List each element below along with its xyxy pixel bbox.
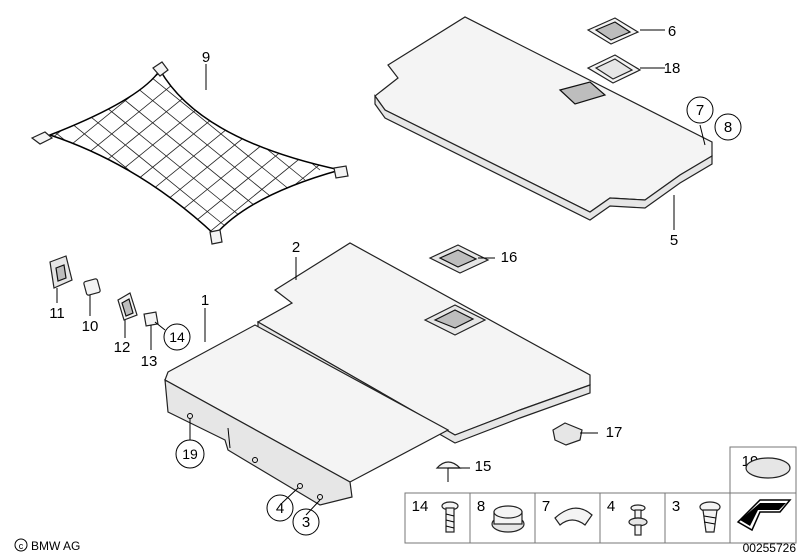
parts-bar-14: 14	[412, 498, 429, 515]
callout-16: 16	[501, 249, 518, 266]
callout-17: 17	[606, 424, 623, 441]
clip-icon	[554, 507, 593, 526]
callout-7-circle	[686, 96, 714, 124]
callout-9: 9	[202, 49, 210, 66]
callout-18: 18	[664, 60, 681, 77]
callout-12: 12	[114, 339, 131, 356]
clip-nut-icon	[491, 505, 525, 533]
cargo-net	[30, 61, 349, 245]
callout-1: 1	[201, 292, 209, 309]
logo-text: BMW AG	[31, 539, 80, 553]
callout-5: 5	[670, 232, 678, 249]
rivet-icon	[628, 504, 648, 536]
sheet-metal-screw-icon	[699, 501, 721, 533]
svg-text:c: c	[19, 541, 24, 551]
callout-11: 11	[49, 305, 65, 322]
callout-19: 19	[182, 446, 198, 462]
callout-3-circle	[292, 508, 320, 536]
copyright-icon: c	[14, 538, 28, 552]
callout-10: 10	[82, 318, 99, 335]
leader-lines	[56, 29, 706, 516]
callout-labels: 9 6 18 7 8 5 2 16 1 11 10 12 13 14 17 15…	[49, 23, 742, 536]
small-parts	[49, 255, 583, 482]
luggage-floor-cover	[374, 16, 713, 221]
callout-7: 7	[696, 102, 704, 119]
parts-bar-8: 8	[477, 498, 485, 515]
callout-14-circle	[163, 323, 191, 351]
callout-19-circle	[175, 439, 205, 469]
callout-8-circle	[714, 113, 742, 141]
arrow-icon	[736, 499, 792, 532]
callout-13: 13	[141, 353, 158, 370]
rear-panel	[164, 324, 450, 506]
callout-6: 6	[668, 23, 676, 40]
parts-bar: 14 8 7 4 3 19	[404, 446, 797, 544]
callout-3: 3	[302, 514, 310, 531]
callout-2: 2	[292, 239, 300, 256]
callout-14: 14	[169, 329, 185, 345]
footer: c BMW AG 00255726	[14, 538, 797, 555]
callout-4-circle	[266, 494, 294, 522]
screw-icon	[441, 501, 459, 533]
cap-icon	[745, 457, 791, 479]
callout-15: 15	[475, 458, 492, 475]
parts-bar-4: 4	[607, 498, 615, 515]
parts-bar-3: 3	[672, 498, 680, 515]
callout-8: 8	[724, 119, 732, 136]
callout-4: 4	[276, 500, 284, 517]
parts-bar-7: 7	[542, 498, 550, 515]
diagram-number: 00255726	[743, 541, 797, 555]
